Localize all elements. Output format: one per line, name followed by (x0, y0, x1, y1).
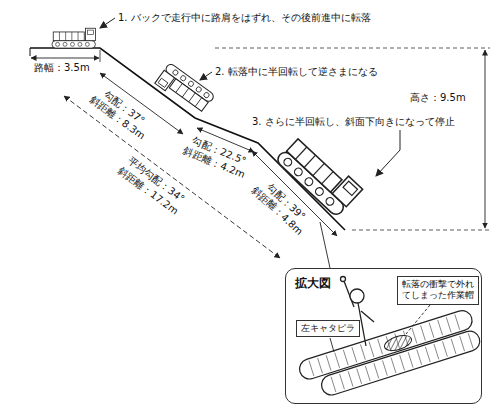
step-note: 1. バックで走行中に路肩をはずれ、その後前進中に転落 (118, 12, 371, 24)
note-text: 転落の衝撃で外れてしまった作業帽 (402, 279, 474, 302)
step-note: 2. 転落中に半回転して逆さまになる (215, 66, 378, 78)
dimension-label: 高さ：9.5m (410, 92, 466, 104)
dimension-label: 路幅：3.5m (34, 62, 90, 74)
enlarged-view-panel: 拡大図転落の衝撃で外れてしまった作業帽左キャタピラ (285, 268, 482, 404)
part-name-box: 左キャタピラ (296, 320, 360, 337)
step-note: 3. さらに半回転し、斜面下向きになって停止 (252, 116, 455, 128)
note-text: 左キャタピラ (301, 323, 355, 334)
note-box: 転落の衝撃で外れてしまった作業帽 (397, 276, 479, 305)
